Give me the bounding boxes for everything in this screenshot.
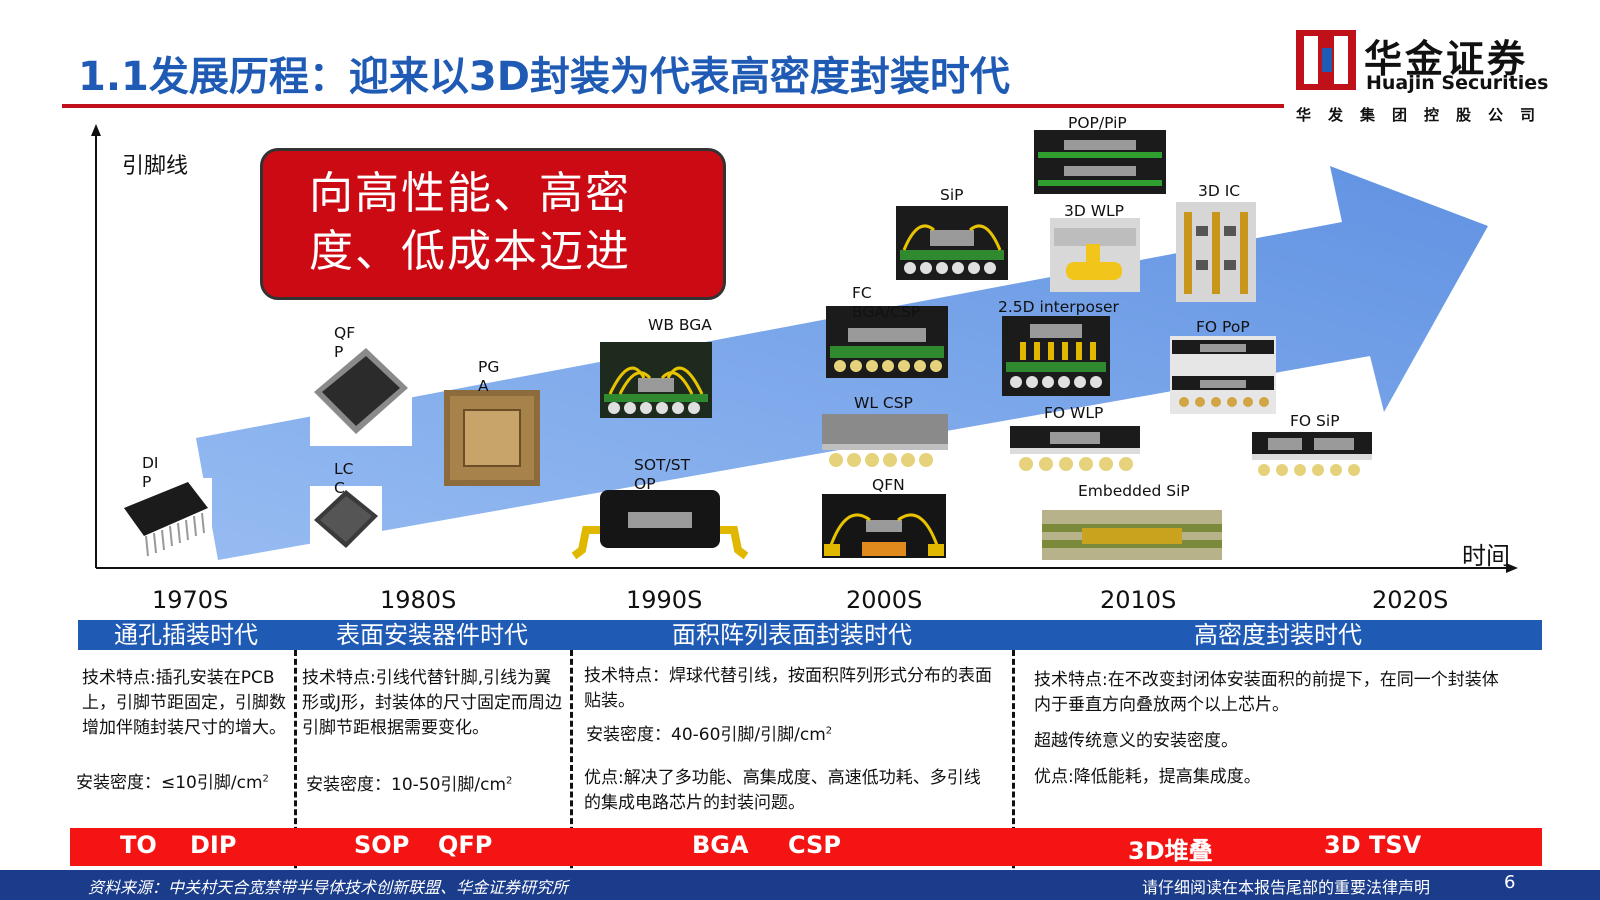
decade-2000s: 2000S [846, 586, 923, 614]
era-through-hole: 通孔插装时代 [114, 621, 258, 649]
era1-density: 安装密度：≤10引脚/cm2 [76, 768, 269, 793]
label-fc-bga-text: FC BGA/CSP [852, 284, 921, 321]
label-fo-pop: FO PoP [1196, 318, 1250, 336]
legal-disclaimer: 请仔细阅读在本报告尾部的重要法律声明 [1142, 878, 1431, 897]
label-fo-wlp: FO WLP [1044, 404, 1104, 422]
era-surface-mount: 表面安装器件时代 [336, 621, 528, 649]
label-lcc: LC C [334, 460, 353, 498]
label-sot-text: SOT/ST OP [634, 456, 691, 493]
era-divider-1 [294, 650, 297, 886]
2-5d-interposer-package-icon [1002, 316, 1110, 396]
tech-csp: CSP [788, 831, 841, 859]
era-high-density: 高密度封装时代 [1194, 621, 1362, 649]
label-qfp-text: QF P [334, 324, 356, 361]
wb-bga-package-icon [600, 342, 712, 418]
x-axis-label: 时间 [1462, 542, 1510, 570]
logo-chinese-name: 华金证券 [1364, 37, 1529, 81]
qfp-package-icon [310, 342, 412, 446]
label-qfn: QFN [872, 476, 905, 494]
pop-pip-package-icon [1034, 130, 1166, 194]
era1-density-text: 安装密度：≤10引脚/cm [76, 773, 263, 793]
dip-package-icon [118, 478, 212, 562]
era4-density: 超越传统意义的安装密度。 [1034, 731, 1238, 751]
era3-density-text: 安装密度：40-60引脚/引脚/cm [586, 725, 826, 745]
label-dip: DI P [142, 454, 159, 492]
footer-bar [0, 870, 1600, 900]
lcc-package-icon [310, 486, 382, 552]
era4-feature: 技术特点:在不改变封闭体安装面积的前提下，在同一个封装体内于垂直方向叠放两个以上… [1034, 670, 1499, 715]
callout-line-1: 向高性能、高密 [309, 168, 631, 219]
trend-callout: 向高性能、高密 度、低成本迈进 [260, 148, 726, 300]
fo-pop-package-icon [1170, 336, 1276, 414]
label-embedded-sip: Embedded SiP [1078, 482, 1190, 500]
label-wb-bga: WB BGA [648, 316, 712, 334]
title-rule [62, 104, 1284, 108]
era-area-array: 面积阵列表面封装时代 [672, 621, 912, 649]
era3-advantage: 优点:解决了多功能、高集成度、高速低功耗、多引线的集成电路芯片的封装问题。 [584, 768, 981, 813]
technology-bar [70, 828, 1542, 866]
page-title: 1.1发展历程：迎来以3D封装为代表高密度封装时代 [78, 54, 1010, 100]
sot-stop-package-icon [572, 490, 748, 560]
label-wl-csp: WL CSP [854, 394, 913, 412]
decade-1970s: 1970S [152, 586, 229, 614]
y-axis-arrowhead [91, 124, 101, 136]
sip-package-icon [896, 206, 1008, 280]
label-3d-ic: 3D IC [1198, 182, 1241, 200]
logo-english-name: Huajin Securities [1366, 72, 1549, 94]
tech-to: TO [120, 831, 157, 859]
era3-feature: 技术特点：焊球代替引线，按面积阵列形式分布的表面贴装。 [584, 666, 992, 711]
label-pga: PG A [478, 358, 499, 396]
fo-sip-package-icon [1252, 432, 1372, 476]
label-3d-wlp: 3D WLP [1064, 202, 1125, 220]
tech-3d-tsv: 3D TSV [1324, 831, 1422, 859]
fc-bga-csp-package-icon [826, 306, 948, 378]
3d-wlp-package-icon [1050, 218, 1140, 292]
era2-density-text: 安装密度：10-50引脚/cm [306, 775, 507, 795]
decade-1980s: 1980S [380, 586, 457, 614]
label-pga-text: PG A [478, 358, 500, 395]
label-2-5d-interposer: 2.5D interposer [998, 298, 1119, 316]
era1-density-sup: 2 [262, 773, 269, 785]
label-qfp: QF P [334, 324, 355, 362]
label-fc-bga: FC BGA/CSP [852, 284, 920, 322]
tech-qfp: QFP [438, 831, 493, 859]
label-pop-pip: POP/PiP [1068, 114, 1127, 132]
label-lcc-text: LC C [334, 460, 354, 497]
era1-feature: 技术特点:插孔安装在PCB上，引脚节距固定，引脚数增加伴随封装尺寸的增大。 [82, 668, 286, 738]
pga-package-icon [444, 390, 540, 486]
callout-line-2: 度、低成本迈进 [309, 226, 631, 277]
tech-sop: SOP [354, 831, 410, 859]
era2-feature: 技术特点:引线代替针脚,引线为翼形或J形，封装体的尺寸固定而周边引脚节距根据需要… [302, 668, 563, 738]
qfn-package-icon [822, 494, 946, 558]
label-sip: SiP [940, 186, 964, 204]
3d-ic-package-icon [1176, 202, 1256, 302]
era3-density: 安装密度：40-60引脚/引脚/cm2 [586, 720, 832, 745]
tech-bga: BGA [692, 831, 749, 859]
label-dip-text: DI P [142, 454, 159, 491]
label-fo-sip: FO SiP [1290, 412, 1340, 430]
decade-1990s: 1990S [626, 586, 703, 614]
wl-csp-package-icon [822, 414, 948, 467]
x-axis-arrowhead [1506, 563, 1518, 573]
era2-density: 安装密度：10-50引脚/cm2 [306, 770, 512, 795]
era4-advantage: 优点:降低能耗，提高集成度。 [1034, 767, 1261, 787]
era-bar [78, 620, 1542, 650]
embedded-sip-package-icon [1042, 510, 1222, 560]
label-sot-stop: SOT/ST OP [634, 456, 690, 494]
era-divider-3 [1012, 650, 1015, 886]
decade-2020s: 2020S [1372, 586, 1449, 614]
page-number: 6 [1504, 872, 1516, 893]
tech-3d-stacking: 3D堆叠 [1128, 837, 1213, 865]
era3-density-sup: 2 [825, 725, 833, 737]
tech-dip: DIP [190, 831, 237, 859]
decade-2010s: 2010S [1100, 586, 1177, 614]
logo-subtitle: 华发集团控股公司 [1296, 106, 1553, 124]
source-note: 资料来源：中关村天合宽禁带半导体技术创新联盟、华金证券研究所 [88, 878, 569, 897]
era2-density-sup: 2 [506, 775, 513, 787]
huajin-logo-icon [1296, 30, 1356, 90]
fo-wlp-package-icon [1010, 426, 1140, 471]
era-divider-2 [570, 650, 573, 886]
y-axis-label: 引脚线 [122, 154, 189, 179]
